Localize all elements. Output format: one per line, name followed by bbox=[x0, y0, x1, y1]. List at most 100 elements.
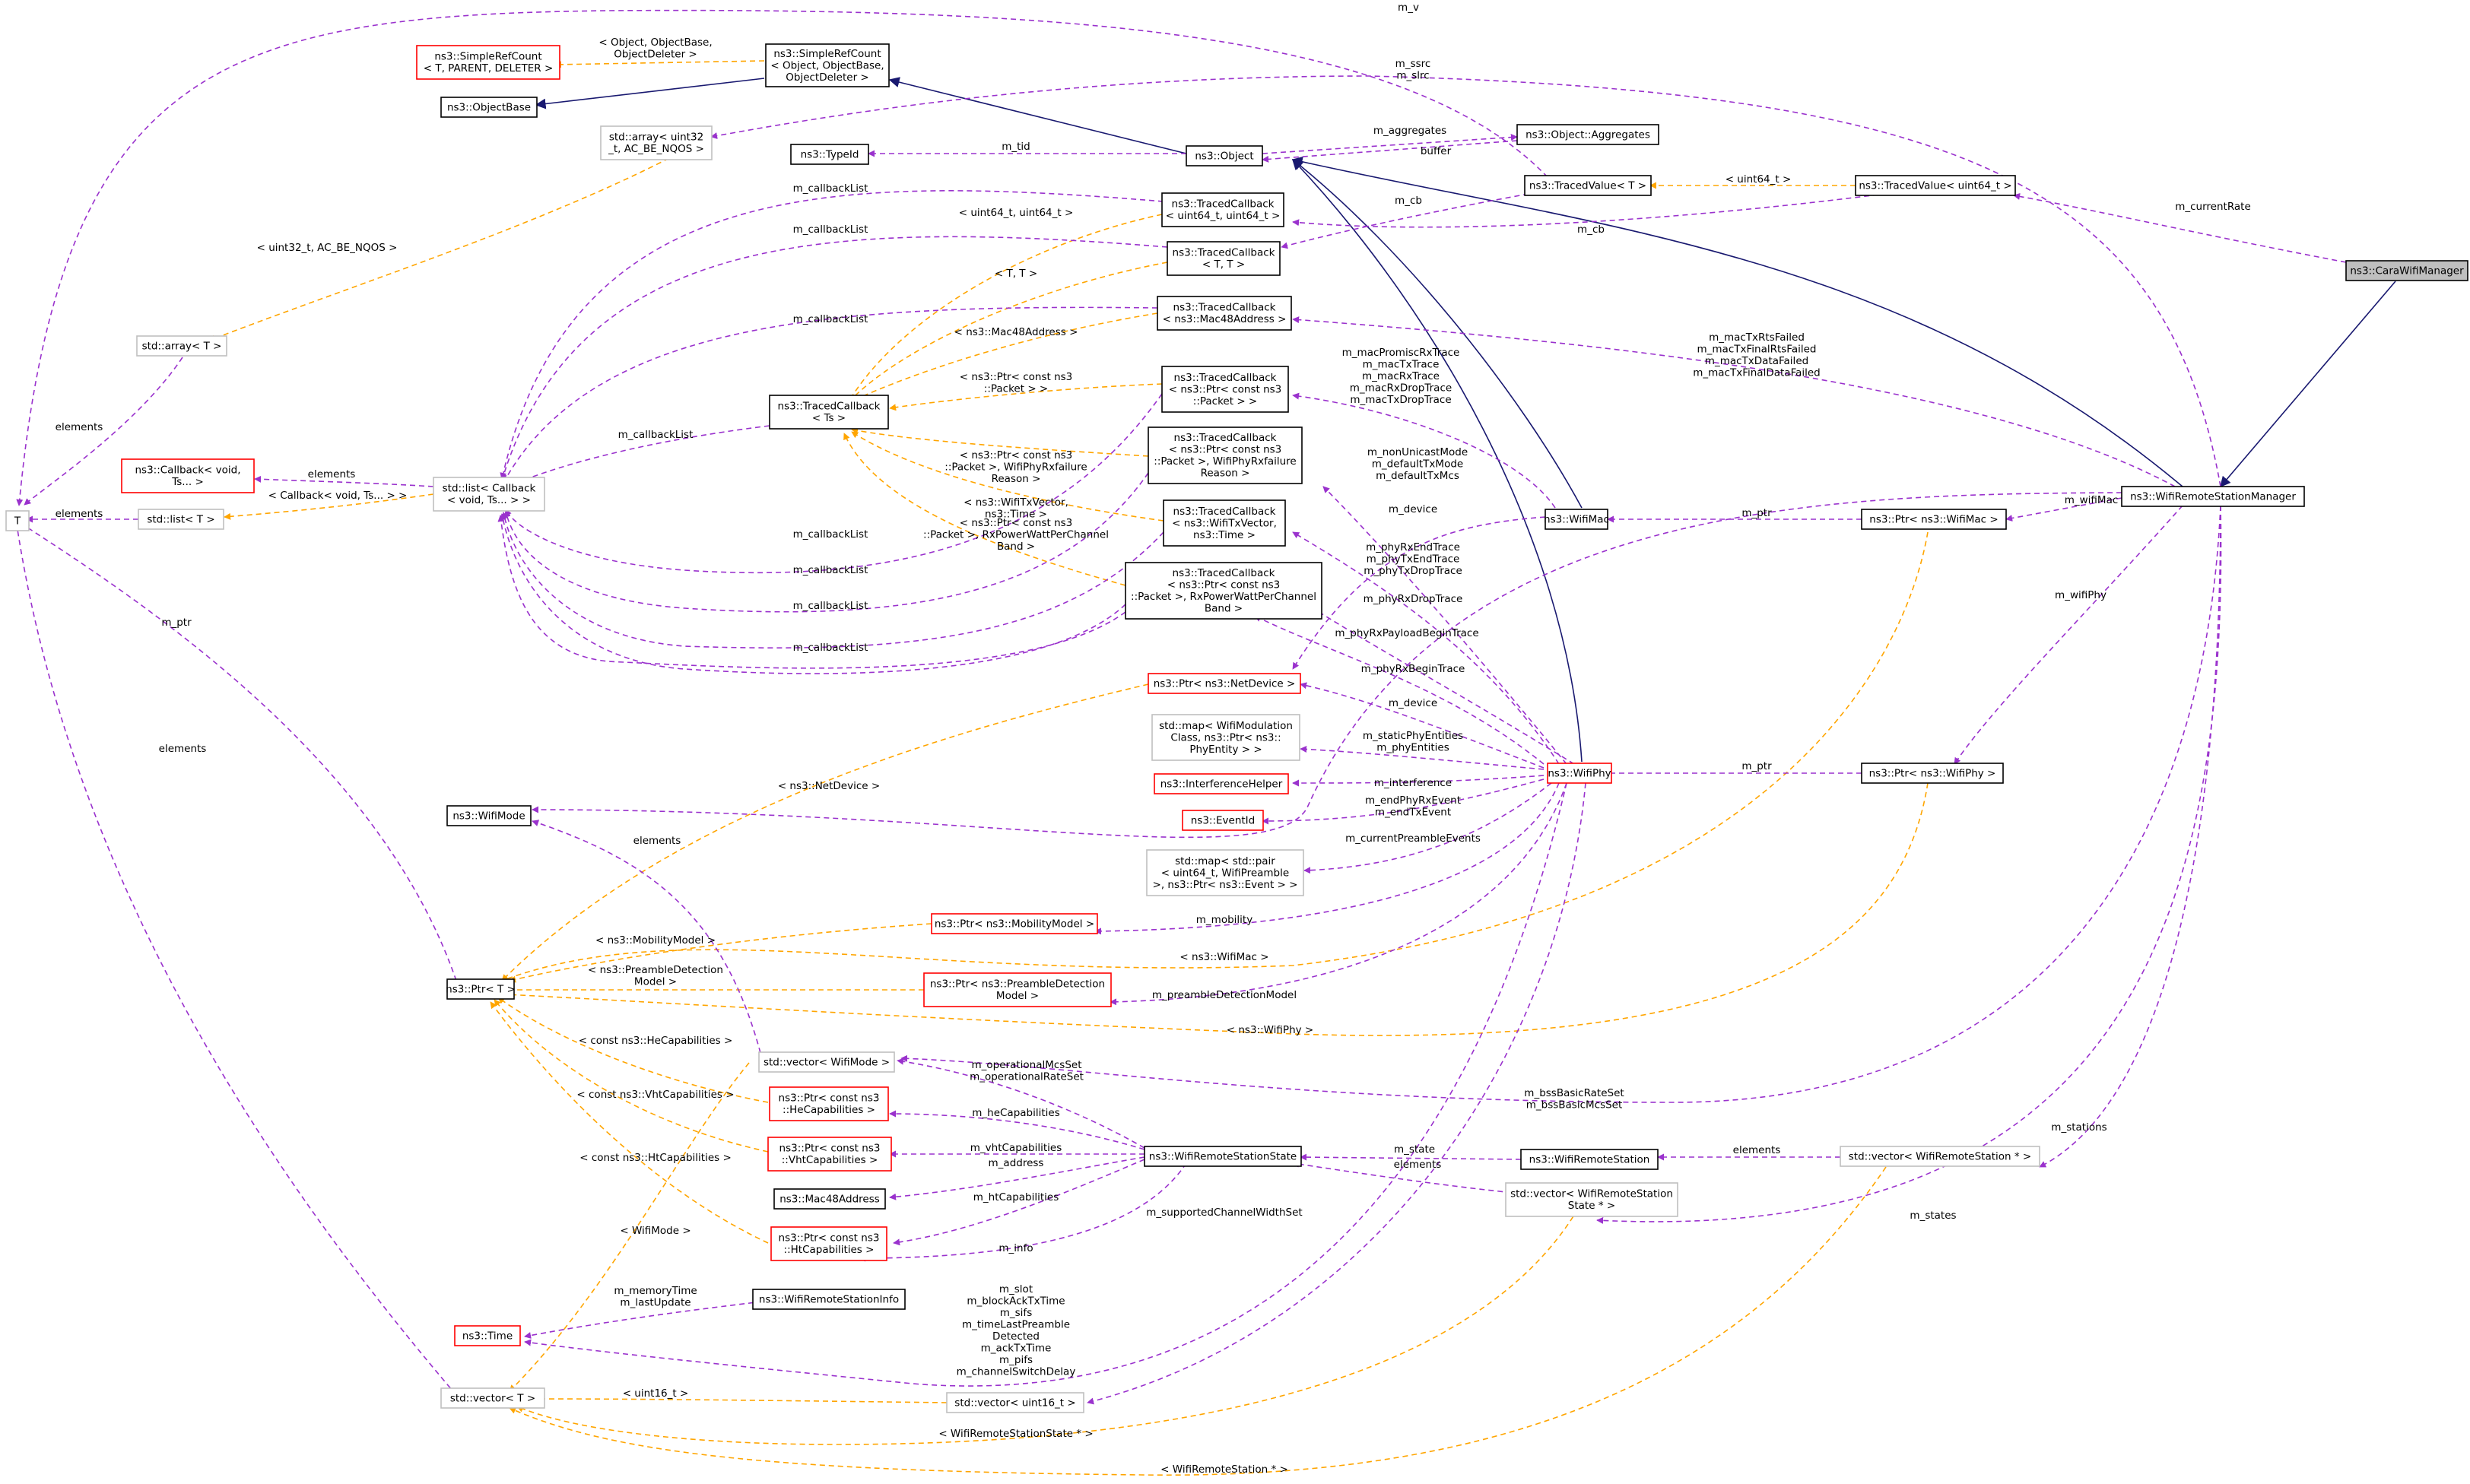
class-node-ptr-t[interactable]: ns3::Ptr< T > bbox=[446, 978, 516, 1000]
edge-label: < Object, ObjectBase,ObjectDeleter > bbox=[598, 36, 712, 61]
class-node-ptr-wifimac[interactable]: ns3::Ptr< ns3::WifiMac > bbox=[1861, 509, 2007, 530]
class-node-wifiremotestationstate[interactable]: ns3::WifiRemoteStationState bbox=[1144, 1146, 1302, 1167]
node-label-line: >, ns3::Ptr< ns3::Event > > bbox=[1153, 879, 1298, 891]
class-node-interferencehelper[interactable]: ns3::InterferenceHelper bbox=[1154, 773, 1289, 794]
edge-label-line: m_callbackList bbox=[793, 313, 868, 325]
node-label-line: Ts... > bbox=[171, 476, 204, 488]
class-node-carawifimanager[interactable]: ns3::CaraWifiManager bbox=[2345, 260, 2468, 281]
class-node-mac48address[interactable]: ns3::Mac48Address bbox=[773, 1188, 886, 1210]
class-node-wifiphy[interactable]: ns3::WifiPhy bbox=[1547, 763, 1612, 784]
node-label-line: ns3::TracedCallback bbox=[1174, 372, 1277, 384]
class-node-ptr-vhtcapabilities[interactable]: ns3::Ptr< const ns3::VhtCapabilities > bbox=[767, 1137, 892, 1172]
class-node-stdarray-uint32[interactable]: std::array< uint32_t, AC_BE_NQOS > bbox=[600, 125, 713, 160]
edge-label-line: m_tid bbox=[1002, 141, 1030, 153]
edge-label-line: m_cb bbox=[1577, 224, 1605, 236]
class-node-tracedcallback-ts[interactable]: ns3::TracedCallback< Ts > bbox=[769, 395, 889, 430]
class-node-wifiremotestationinfo[interactable]: ns3::WifiRemoteStationInfo bbox=[752, 1289, 906, 1310]
edge-label-line: ObjectDeleter > bbox=[614, 49, 697, 61]
edge-label: elements bbox=[308, 468, 356, 480]
edge-tmpl-tctxvector bbox=[851, 431, 1164, 522]
edge-use-buffer bbox=[1262, 140, 1518, 163]
node-label-line: ns3::Time bbox=[462, 1330, 513, 1342]
class-node-tracedcallback-rxfail[interactable]: ns3::TracedCallback< ns3::Ptr< const ns3… bbox=[1148, 426, 1303, 484]
node-label-line: ns3::WifiRemoteStationInfo bbox=[759, 1293, 899, 1305]
class-node-vector-wrsstate[interactable]: std::vector< WifiRemoteStationState * > bbox=[1505, 1182, 1678, 1217]
edge-label-line: m_callbackList bbox=[618, 429, 694, 441]
class-node-t[interactable]: T bbox=[5, 510, 30, 531]
node-label-line: < void, Ts... > > bbox=[447, 494, 531, 506]
class-node-tracedcallback-txvector[interactable]: ns3::TracedCallback< ns3::WifiTxVector,n… bbox=[1163, 499, 1286, 547]
class-node-wifimode[interactable]: ns3::WifiMode bbox=[446, 805, 532, 826]
class-node-tracedvalue-uint64[interactable]: ns3::TracedValue< uint64_t > bbox=[1855, 175, 2016, 196]
class-node-tracedcallback-tt[interactable]: ns3::TracedCallback< T, T > bbox=[1167, 241, 1281, 276]
edge-label-line: m_staticPhyEntities bbox=[1363, 730, 1463, 742]
class-node-vector-wifiremotestation[interactable]: std::vector< WifiRemoteStation * > bbox=[1840, 1146, 2040, 1167]
class-node-ptr-htcapabilities[interactable]: ns3::Ptr< const ns3::HtCapabilities > bbox=[770, 1226, 887, 1261]
class-node-ptr-wifiphy[interactable]: ns3::Ptr< ns3::WifiPhy > bbox=[1861, 763, 2004, 784]
node-box bbox=[1545, 509, 1608, 530]
node-box bbox=[2345, 260, 2468, 281]
edge-label-line: Detected bbox=[992, 1330, 1040, 1343]
class-node-tracedcallback-packet[interactable]: ns3::TracedCallback< ns3::Ptr< const ns3… bbox=[1161, 366, 1289, 413]
class-node-wifiremotestation[interactable]: ns3::WifiRemoteStation bbox=[1520, 1149, 1659, 1170]
class-node-vector-t[interactable]: std::vector< T > bbox=[440, 1387, 545, 1409]
edge-label-line: < WifiRemoteStationState * > bbox=[938, 1428, 1093, 1440]
class-node-object[interactable]: ns3::Object bbox=[1186, 145, 1263, 166]
class-node-eventid[interactable]: ns3::EventId bbox=[1182, 810, 1264, 831]
class-node-typeid[interactable]: ns3::TypeId bbox=[790, 144, 869, 165]
edge-label-line: m_operationalMcsSet bbox=[971, 1059, 1081, 1071]
class-node-wifiremotestationmanager[interactable]: ns3::WifiRemoteStationManager bbox=[2121, 486, 2305, 507]
class-node-object-aggregates[interactable]: ns3::Object::Aggregates bbox=[1516, 124, 1659, 145]
node-box bbox=[454, 1325, 521, 1346]
class-node-simplerefcount[interactable]: ns3::SimpleRefCount< T, PARENT, DELETER … bbox=[416, 45, 560, 80]
class-node-ptr-netdevice[interactable]: ns3::Ptr< ns3::NetDevice > bbox=[1148, 673, 1301, 694]
edge-label-line: m_phyTxEndTrace bbox=[1367, 553, 1460, 566]
node-label-line: ns3::Mac48Address bbox=[779, 1193, 880, 1205]
edge-label: < WifiRemoteStation * > bbox=[1160, 1463, 1288, 1476]
edge-label-line: m_wifiMac bbox=[2065, 494, 2119, 506]
class-node-callback-void[interactable]: ns3::Callback< void,Ts... > bbox=[121, 458, 255, 493]
edge-label: m_phyRxDropTrace bbox=[1364, 593, 1463, 605]
class-node-tracedcallback-mac48[interactable]: ns3::TracedCallback< ns3::Mac48Address > bbox=[1157, 296, 1292, 331]
node-label-line: std::vector< WifiRemoteStation bbox=[1510, 1188, 1673, 1200]
edge-tmpl-tctt bbox=[847, 262, 1168, 404]
edge-label-line: Band > bbox=[997, 541, 1035, 553]
node-label-line: ns3::Time > bbox=[1193, 529, 1256, 541]
edge-label: < const ns3::VhtCapabilities > bbox=[576, 1089, 734, 1101]
class-node-objectbase[interactable]: ns3::ObjectBase bbox=[440, 97, 538, 118]
class-node-time[interactable]: ns3::Time bbox=[454, 1325, 521, 1346]
class-node-ptr-hecapabilities[interactable]: ns3::Ptr< const ns3::HeCapabilities > bbox=[769, 1086, 889, 1121]
class-node-ptr-mobilitymodel[interactable]: ns3::Ptr< ns3::MobilityModel > bbox=[931, 913, 1098, 934]
node-label-line: ns3::Ptr< ns3::WifiMac > bbox=[1869, 513, 1998, 525]
class-node-tracedvalue-t[interactable]: ns3::TracedValue< T > bbox=[1524, 175, 1652, 196]
edge-use-m-currentrate bbox=[2013, 192, 2347, 263]
node-label-line: ns3::Ptr< const ns3 bbox=[779, 1232, 880, 1245]
class-node-vector-uint16[interactable]: std::vector< uint16_t > bbox=[946, 1392, 1084, 1413]
node-label-line: ::Packet >, RxPowerWattPerChannel bbox=[1131, 591, 1316, 603]
class-node-stdarray-t[interactable]: std::array< T > bbox=[136, 335, 227, 357]
class-node-tracedcallback-u64[interactable]: ns3::TracedCallback< uint64_t, uint64_t … bbox=[1161, 192, 1284, 227]
edge-label-line: < uint64_t > bbox=[1726, 173, 1792, 186]
edge-label-line: m_macTxDropTrace bbox=[1350, 394, 1451, 406]
node-box bbox=[769, 1086, 889, 1121]
edge-label-line: m_currentRate bbox=[2175, 201, 2251, 213]
class-node-wifimac[interactable]: ns3::WifiMac bbox=[1544, 509, 1609, 530]
class-node-map-pair[interactable]: std::map< std::pair< uint64_t, WifiPream… bbox=[1146, 849, 1304, 896]
edge-use-m-cb-2 bbox=[1292, 194, 1879, 228]
edge-label-line: m_currentPreambleEvents bbox=[1345, 832, 1481, 845]
class-node-tracedcallback-rxpower[interactable]: ns3::TracedCallback< ns3::Ptr< const ns3… bbox=[1125, 562, 1322, 620]
class-node-vector-wifimode[interactable]: std::vector< WifiMode > bbox=[758, 1051, 895, 1073]
edge-use-preamble-model bbox=[1110, 782, 1567, 1006]
class-node-simplerefcount-object[interactable]: ns3::SimpleRefCount< Object, ObjectBase,… bbox=[765, 43, 890, 87]
class-node-stdlist-t[interactable]: std::list< T > bbox=[138, 509, 224, 530]
node-label-line: std::list< T > bbox=[147, 513, 214, 525]
class-node-stdlist-callback[interactable]: std::list< Callback< void, Ts... > > bbox=[433, 477, 545, 512]
node-box bbox=[1182, 810, 1264, 831]
edge-label: m_currentPreambleEvents bbox=[1345, 832, 1481, 845]
node-label-line: < ns3::Ptr< const ns3 bbox=[1169, 383, 1282, 395]
